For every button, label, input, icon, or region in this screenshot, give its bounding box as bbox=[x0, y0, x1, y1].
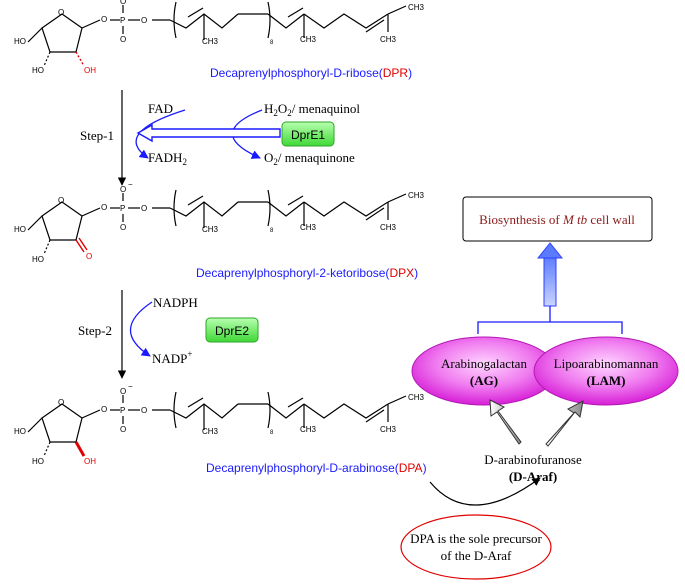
dpre2-label: DprE2 bbox=[215, 324, 249, 338]
ring-oxygen-label: O bbox=[58, 8, 64, 17]
ch3-label: CH3 bbox=[202, 427, 219, 436]
nadph-oxidation-arrow bbox=[129, 301, 153, 357]
step1-group: Step-1 FAD FADH2 H2O2/ menaquinol O2/ me… bbox=[80, 90, 360, 186]
dpx-name: Decaprenylphosphoryl-2-ketoribose(DPX) bbox=[196, 266, 418, 280]
ch3-label: CH3 bbox=[380, 425, 397, 434]
ch3-label: CH3 bbox=[380, 223, 397, 232]
ch3-label: CH3 bbox=[202, 225, 219, 234]
cell-wall-arrow-shaft bbox=[543, 255, 557, 307]
molecule-dpa: HO O HO OH O P O − O O CH3 CH3 CH3 CH3 8… bbox=[14, 382, 427, 475]
precursor-line2: of the D-Araf bbox=[441, 548, 512, 563]
ch3-label: CH3 bbox=[408, 191, 425, 200]
repeat-subscript-label: 8 bbox=[270, 228, 274, 234]
ch3-label: CH3 bbox=[380, 35, 397, 44]
ester-oxygen-label: O bbox=[101, 203, 107, 212]
phosphate-oxygen-label: O bbox=[120, 223, 126, 232]
ch3-label: CH3 bbox=[408, 393, 425, 402]
araf-name: D-arabinofuranose bbox=[484, 452, 582, 467]
ho-label: HO bbox=[14, 427, 26, 436]
ch3-label: CH3 bbox=[408, 3, 425, 12]
electron-transfer-arrow bbox=[136, 123, 281, 143]
araf-to-lam-arrow bbox=[545, 400, 584, 447]
lam-abbr: (LAM) bbox=[587, 373, 626, 388]
precursor-ellipse bbox=[400, 514, 552, 580]
cell-wall-label: Biosynthesis of M tb cell wall bbox=[479, 212, 635, 227]
dpa-name: Decaprenylphosphoryl-D-arabinose(DPA) bbox=[206, 461, 427, 475]
ho-label: HO bbox=[32, 66, 44, 75]
fad-label: FAD bbox=[148, 101, 173, 116]
dpre1-enzyme-box bbox=[281, 121, 335, 147]
ester-oxygen-label: O bbox=[141, 16, 147, 25]
cell-wall-arrow-head bbox=[536, 242, 564, 259]
ch3-label: CH3 bbox=[300, 223, 317, 232]
lam-name: Lipoarabinomannan bbox=[554, 356, 659, 371]
nadp-label: NADP+ bbox=[152, 349, 192, 366]
ag-abbr: (AG) bbox=[470, 373, 498, 388]
ho-label: HO bbox=[14, 225, 26, 234]
repeat-subscript-label: 8 bbox=[270, 430, 274, 436]
step1-label: Step-1 bbox=[80, 128, 114, 143]
phosphate-oxygen-label: O bbox=[120, 0, 126, 6]
ester-oxygen-label: O bbox=[141, 204, 147, 213]
nadph-label: NADPH bbox=[153, 295, 198, 310]
phosphate-oxygen-label: O bbox=[120, 425, 126, 434]
ester-oxygen-label: O bbox=[101, 405, 107, 414]
h2o2-label: H2O2/ menaquinol bbox=[264, 101, 360, 118]
ho-label: HO bbox=[32, 457, 44, 466]
molecule-dpr: HO O HO OH O P O − O O CH3 CH3 CH3 CH3 8… bbox=[14, 0, 425, 80]
ho-label: HO bbox=[14, 37, 26, 46]
phosphate-oxygen-label: O bbox=[120, 387, 126, 396]
repeat-subscript-label: 8 bbox=[270, 40, 274, 46]
dpr-name: Decaprenylphosphoryl-D-ribose(DPR) bbox=[210, 66, 412, 80]
molecule-dpx: HO O HO O O P O − O O CH3 CH3 CH3 CH3 8 … bbox=[14, 180, 425, 280]
araf-to-ag-arrow bbox=[489, 399, 522, 445]
bracket bbox=[477, 321, 623, 334]
ring-oxygen-label: O bbox=[58, 196, 64, 205]
araf-abbr: (D-Araf) bbox=[509, 469, 557, 484]
lam-ellipse bbox=[533, 336, 679, 406]
step2-label: Step-2 bbox=[78, 323, 112, 338]
minus-charge-label: − bbox=[128, 382, 133, 391]
ho-label: HO bbox=[32, 255, 44, 264]
oh-label: OH bbox=[84, 457, 96, 466]
phosphate-oxygen-label: O bbox=[120, 185, 126, 194]
ch3-label: CH3 bbox=[300, 35, 317, 44]
precursor-line1: DPA is the sole precursor bbox=[410, 531, 542, 546]
fadh2-label: FADH2 bbox=[148, 150, 187, 167]
ring-oxygen-label: O bbox=[58, 398, 64, 407]
dpre2-enzyme-box bbox=[205, 317, 259, 343]
oh-label: OH bbox=[84, 66, 96, 75]
dpa-to-araf-arrow bbox=[429, 477, 541, 506]
ch3-label: CH3 bbox=[300, 425, 317, 434]
ester-oxygen-label: O bbox=[101, 15, 107, 24]
ch3-label: CH3 bbox=[202, 37, 219, 46]
phosphorus-label: P bbox=[120, 406, 125, 415]
phosphorus-label: P bbox=[120, 16, 125, 25]
minus-charge-label: − bbox=[128, 180, 133, 189]
dpre1-label: DprE1 bbox=[291, 128, 325, 142]
cell-wall-pathway: Biosynthesis of M tb cell wall Arabinoga… bbox=[400, 196, 679, 580]
o2-label: O2/ menaquinone bbox=[264, 150, 355, 167]
phosphorus-label: P bbox=[120, 204, 125, 213]
ag-name: Arabinogalactan bbox=[441, 356, 527, 371]
minus-charge-label: − bbox=[128, 0, 133, 1]
phosphate-oxygen-label: O bbox=[120, 35, 126, 44]
keto-oxygen-label: O bbox=[86, 252, 92, 261]
step2-group: Step-2 NADPH NADP+ DprE2 bbox=[78, 290, 259, 379]
ester-oxygen-label: O bbox=[141, 406, 147, 415]
cell-wall-box bbox=[462, 196, 653, 242]
